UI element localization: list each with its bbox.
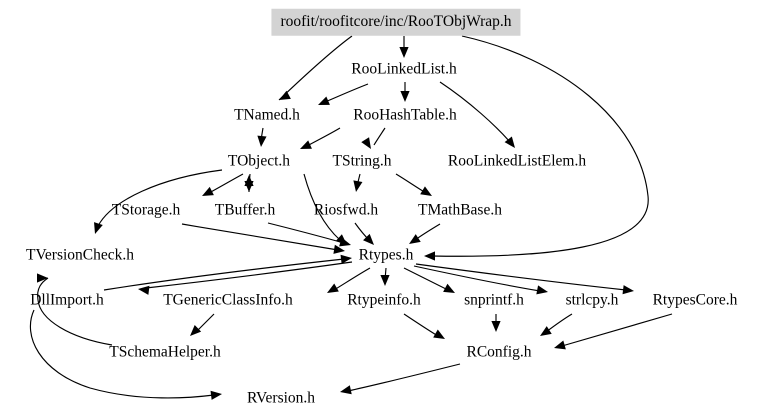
edge-TObject-to-TStorage — [208, 173, 244, 194]
edge-Rtypes-to-RtypesCore — [415, 263, 627, 291]
arrowhead-root-to-TNamed — [279, 90, 291, 100]
graph-node-RVersion[interactable]: RVersion.h — [246, 389, 316, 407]
edge-TNamed-to-TString — [306, 127, 341, 147]
edge-RtypesCore-to-RConfig — [561, 313, 673, 347]
graph-node-TSchemaHelper[interactable]: TSchemaHelper.h — [109, 343, 221, 361]
edge-TSchemaHelper-to-DllImport — [37, 277, 113, 346]
arrowhead-snprintf-to-RConfig — [491, 321, 501, 332]
edge-root-to-TNamed — [278, 35, 353, 101]
edge-TObject-to-TVersionCheck — [97, 169, 223, 227]
graph-node-TBuffer[interactable]: TBuffer.h — [214, 201, 276, 219]
arrowhead-strlcpy-to-RConfig — [540, 326, 552, 336]
edge-Rtypes-to-strlcpy — [413, 265, 541, 292]
graph-node-root[interactable]: roofit/roofitcore/inc/RooTObjWrap.h — [271, 8, 521, 36]
arrowhead-TBuffer-to-Rtypes — [339, 237, 351, 247]
edge-TObject-to-Rtypes — [303, 173, 341, 241]
edge-root-to-Rtypes — [431, 35, 649, 257]
graph-node-Rtypes[interactable]: Rtypes.h — [358, 246, 414, 264]
edge-RooLinkedList-to-TNamed — [324, 83, 369, 103]
graph-node-TNamed[interactable]: TNamed.h — [234, 106, 300, 124]
edge-RConfig-to-RVersion — [347, 363, 461, 392]
graph-node-TMathBase[interactable]: TMathBase.h — [418, 201, 502, 219]
edge-Rtypeinfo-to-RConfig — [403, 313, 439, 337]
arrowhead-RConfig-to-RVersion — [340, 385, 352, 395]
arrowhead-TGenericClassInfo-to-TSchemaHelper — [190, 325, 202, 336]
arrowhead-TBuffer-to-TObject — [244, 175, 254, 186]
graph-node-RooLinkedList[interactable]: RooLinkedList.h — [351, 60, 457, 78]
arrowhead-root-to-RooLinkedList — [399, 47, 409, 58]
graph-node-RooLinkedListElem[interactable]: RooLinkedListElem.h — [447, 152, 587, 170]
arrowhead-TNamed-to-TString — [300, 140, 312, 149]
graph-node-DllImport[interactable]: DllImport.h — [30, 291, 104, 309]
graph-node-TStorage[interactable]: TStorage.h — [111, 201, 181, 219]
arrowhead-RooLinkedList-to-TNamed — [318, 96, 330, 105]
edge-TString-to-TMathBase — [395, 173, 427, 194]
arrowhead-TSchemaHelper-to-DllImport — [37, 273, 48, 283]
arrowhead-RooLinkedList-to-RooLinkedListElem — [504, 136, 515, 148]
arrowhead-TString-to-Riosfwd — [353, 180, 363, 192]
graph-node-RooHashTable[interactable]: RooHashTable.h — [353, 106, 457, 124]
arrowhead-TMathBase-to-Rtypes — [409, 234, 421, 244]
arrowhead-DllImport-to-RVersion — [210, 390, 222, 400]
graph-node-TObject[interactable]: TObject.h — [227, 152, 291, 170]
edge-Rtypes-to-snprintf — [403, 267, 449, 291]
arrowhead-Rtypes-to-TGenericClassInfo — [327, 283, 339, 293]
graph-node-snprintf[interactable]: snprintf.h — [464, 291, 524, 309]
graph-node-Riosfwd[interactable]: Riosfwd.h — [313, 201, 379, 219]
edge-TStorage-to-Rtypes — [181, 223, 339, 251]
edge-TMathBase-to-Rtypes — [414, 223, 441, 241]
edge-Rtypes-to-TGenericClassInfo — [333, 267, 371, 291]
arrowhead-Rtypeinfo-to-RConfig — [433, 329, 445, 339]
graph-node-RConfig[interactable]: RConfig.h — [466, 343, 532, 361]
edge-strlcpy-to-RConfig — [545, 313, 573, 333]
arrowhead-RooLinkedList-to-RooHashTable — [400, 91, 410, 102]
graph-node-TString[interactable]: TString.h — [332, 152, 392, 170]
graph-node-TVersionCheck[interactable]: TVersionCheck.h — [25, 246, 135, 264]
arrowhead-TString-to-TMathBase — [420, 186, 432, 196]
arrowhead-TStorage-to-Rtypes — [333, 244, 345, 254]
arrowhead-Rtypes-to-RtypesCore — [622, 285, 634, 295]
arrowhead-RooHashTable-to-TString — [361, 137, 371, 149]
edge-DllImport-to-Rtypes — [103, 258, 345, 291]
arrowhead-Rtypes-to-snprintf — [443, 283, 455, 293]
arrowhead-root-to-Rtypes — [424, 251, 435, 261]
arrowhead-Rtypes-to-Rtypeinfo — [380, 275, 390, 286]
edge-RooLinkedList-to-RooLinkedListElem — [439, 81, 511, 143]
arrowhead-TObject-to-TStorage — [202, 186, 214, 196]
graph-node-strlcpy[interactable]: strlcpy.h — [565, 291, 619, 309]
edge-Rtypes-to-DllImport — [145, 261, 353, 289]
graph-node-Rtypeinfo[interactable]: Rtypeinfo.h — [347, 291, 421, 309]
arrowhead-DllImport-to-Rtypes — [340, 254, 352, 264]
arrowhead-Riosfwd-to-Rtypes — [363, 233, 374, 245]
graph-node-TGenericClassInfo[interactable]: TGenericClassInfo.h — [163, 291, 293, 309]
arrowhead-TNamed-to-TObject — [257, 135, 267, 147]
arrowhead-TObject-to-TVersionCheck — [94, 222, 103, 234]
arrowhead-RtypesCore-to-RConfig — [554, 340, 566, 350]
arrowhead-Rtypes-to-strlcpy — [536, 285, 548, 295]
edge-TBuffer-to-Rtypes — [267, 222, 345, 244]
edge-DllImport-to-RVersion — [29, 309, 215, 399]
edge-RooHashTable-to-TString — [373, 127, 386, 146]
graph-node-RtypesCore[interactable]: RtypesCore.h — [652, 291, 738, 309]
arrowhead-Rtypes-to-DllImport — [138, 285, 150, 295]
